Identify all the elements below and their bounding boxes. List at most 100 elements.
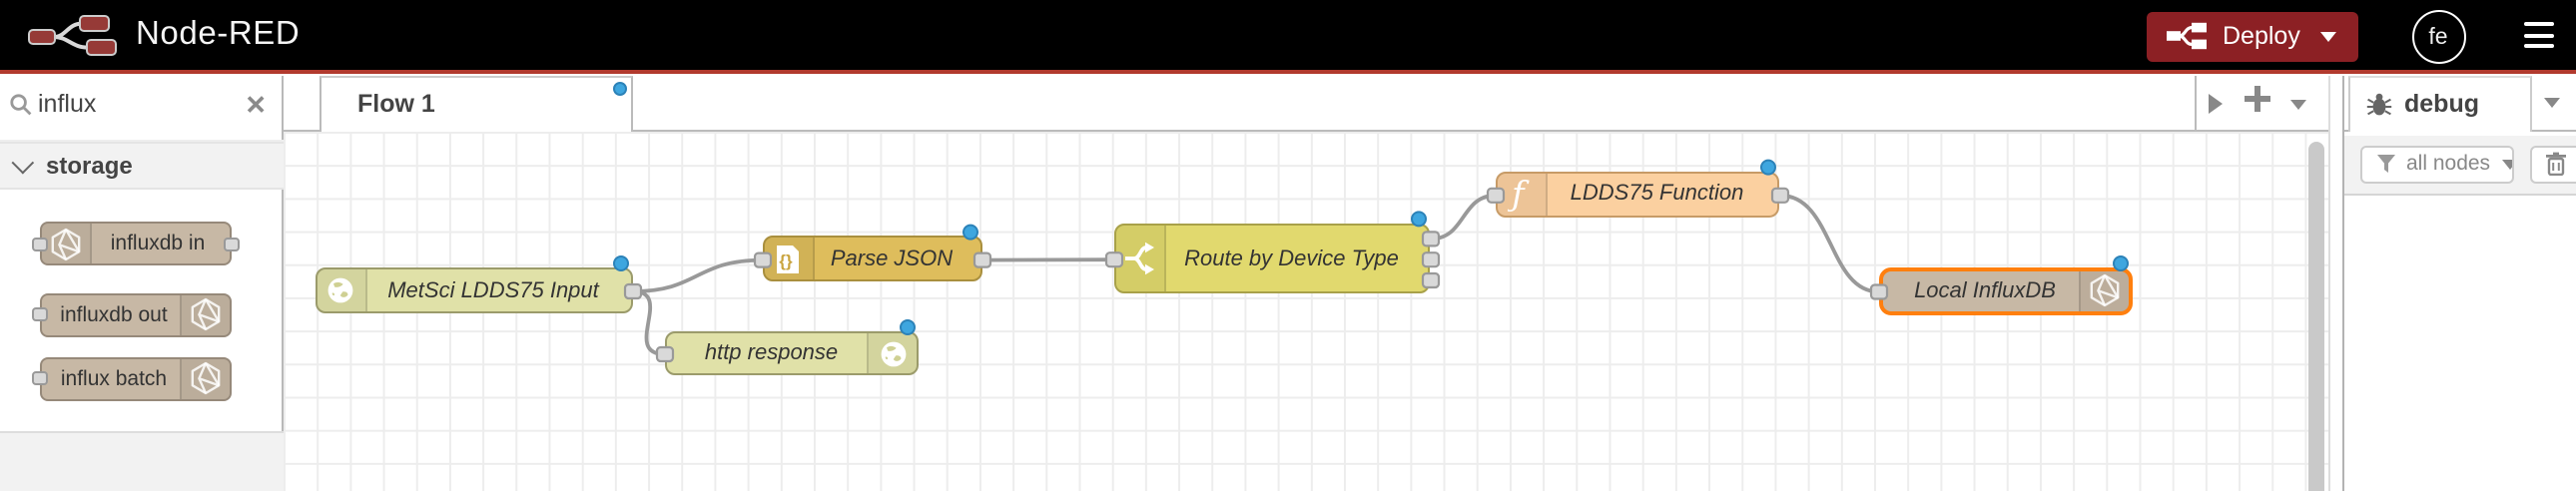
palette-sidebar: ✕ storage influxdb in — [0, 75, 283, 491]
palette-node-influx-batch[interactable]: influx batch — [40, 356, 232, 400]
node-local-influxdb[interactable]: Local InfluxDB — [1878, 267, 2132, 314]
port-in[interactable] — [1868, 282, 1888, 299]
influxdb-icon — [42, 224, 92, 263]
next-tab-icon[interactable] — [2209, 93, 2223, 113]
function-icon: ƒ — [1497, 173, 1547, 216]
node-http-response[interactable]: http response — [664, 331, 919, 375]
port-out[interactable] — [1420, 230, 1440, 246]
palette-search[interactable]: ✕ — [0, 75, 283, 141]
wire[interactable] — [1428, 192, 1497, 241]
debug-filter-button[interactable]: all nodes — [2360, 145, 2514, 184]
flow-modified-dot — [612, 81, 626, 95]
port-out[interactable] — [1769, 186, 1789, 203]
node-modified-dot — [962, 223, 977, 240]
port-out[interactable] — [1420, 250, 1440, 267]
palette-node-influxdb-in[interactable]: influxdb in — [40, 222, 232, 265]
node-modified-dot — [612, 254, 628, 270]
port-in[interactable] — [1485, 186, 1505, 203]
clear-search-icon[interactable]: ✕ — [245, 89, 267, 119]
user-initials: fe — [2428, 25, 2448, 49]
node-metsci-ldds75-input[interactable]: MetSci LDDS75 Input — [315, 267, 632, 313]
port-in[interactable] — [654, 344, 674, 362]
port-out[interactable] — [971, 250, 991, 267]
debug-tab-label: debug — [2404, 90, 2479, 118]
app-title: Node-RED — [136, 16, 301, 52]
port-in[interactable] — [1103, 250, 1123, 267]
sidebar-tab-bar: debug — [2343, 75, 2576, 131]
node-modified-dot — [899, 318, 915, 334]
sidebar-menu-caret-icon[interactable] — [2544, 97, 2560, 107]
influxdb-icon — [2078, 271, 2128, 310]
wire[interactable] — [1777, 192, 1880, 293]
node-modified-dot — [2112, 254, 2128, 270]
deploy-label: Deploy — [2223, 22, 2300, 51]
node-label: MetSci LDDS75 Input — [387, 278, 599, 302]
json-doc-icon: {} — [764, 238, 814, 280]
user-avatar[interactable]: fe — [2411, 10, 2465, 64]
node-route-by-device-type[interactable]: Route by Device Type — [1113, 223, 1430, 294]
bug-icon — [2366, 92, 2392, 115]
node-modified-dot — [1759, 158, 1775, 175]
deploy-options-caret-icon[interactable] — [2319, 31, 2336, 42]
globe-icon — [317, 269, 366, 311]
node-label: http response — [704, 341, 839, 365]
port[interactable] — [32, 371, 48, 385]
globe-icon — [867, 333, 917, 373]
node-label: LDDS75 Function — [1570, 182, 1744, 207]
workspace: Flow 1 — [283, 75, 2327, 491]
port-in[interactable] — [752, 250, 772, 267]
port[interactable] — [32, 307, 48, 321]
tab-bar-controls — [2195, 75, 2327, 131]
trash-icon — [2546, 153, 2566, 177]
palette-category-storage[interactable]: storage — [0, 141, 283, 189]
node-red-logo-icon — [28, 15, 117, 56]
port[interactable] — [224, 237, 240, 250]
debug-filter-label: all nodes — [2406, 152, 2491, 177]
category-label: storage — [46, 151, 133, 179]
svg-text:{}: {} — [779, 251, 793, 270]
sidebar-resize-handle[interactable] — [2327, 75, 2341, 491]
debug-clear-button[interactable]: all — [2530, 145, 2576, 184]
palette-node-label: influxdb in — [110, 232, 206, 255]
svg-text:ƒ: ƒ — [1507, 176, 1529, 214]
node-ldds75-function[interactable]: ƒ LDDS75 Function — [1495, 171, 1779, 218]
debug-toolbar: all nodes all — [2343, 136, 2576, 196]
node-label: Local InfluxDB — [1914, 278, 2056, 303]
flow-canvas[interactable]: MetSci LDDS75 Input {} Parse JSON — [283, 131, 2327, 491]
wires-layer — [630, 192, 1880, 355]
influxdb-icon — [180, 294, 230, 334]
deploy-icon — [2167, 23, 2207, 50]
port-out[interactable] — [1420, 270, 1440, 288]
flow-list-caret-icon[interactable] — [2290, 99, 2306, 109]
palette-node-label: influx batch — [60, 366, 168, 390]
deploy-button[interactable]: Deploy — [2147, 11, 2358, 62]
filter-funnel-icon — [2377, 155, 2395, 174]
port[interactable] — [32, 237, 48, 250]
search-input[interactable] — [34, 87, 242, 119]
main-menu-button[interactable] — [2524, 22, 2554, 49]
node-label: Parse JSON — [830, 246, 954, 271]
influxdb-icon — [180, 358, 230, 398]
debug-sidebar: debug all nodes — [2341, 75, 2576, 491]
tab-debug[interactable]: debug — [2348, 75, 2532, 131]
palette-node-influxdb-out[interactable]: influxdb out — [40, 292, 232, 336]
search-icon — [10, 93, 32, 115]
add-flow-icon[interactable] — [2245, 85, 2270, 111]
ports-layer — [612, 158, 2128, 362]
port-out[interactable] — [622, 281, 642, 299]
switch-icon — [1115, 225, 1165, 292]
filter-caret-icon — [2502, 159, 2512, 170]
header: Node-RED Deploy fe — [0, 0, 2576, 74]
palette-node-label: influxdb out — [60, 302, 168, 326]
flow-tab-bar: Flow 1 — [283, 75, 2327, 131]
tab-flow-1[interactable]: Flow 1 — [320, 75, 632, 131]
flow-tab-label: Flow 1 — [357, 89, 435, 117]
palette-footer — [0, 430, 283, 491]
main-area: ✕ storage influxdb in — [0, 75, 2576, 491]
node-label: Route by Device Type — [1184, 246, 1399, 271]
wire[interactable] — [630, 256, 764, 292]
chevron-down-icon — [11, 150, 35, 174]
canvas-vertical-scrollbar[interactable] — [2308, 141, 2323, 491]
wire[interactable] — [630, 288, 666, 355]
